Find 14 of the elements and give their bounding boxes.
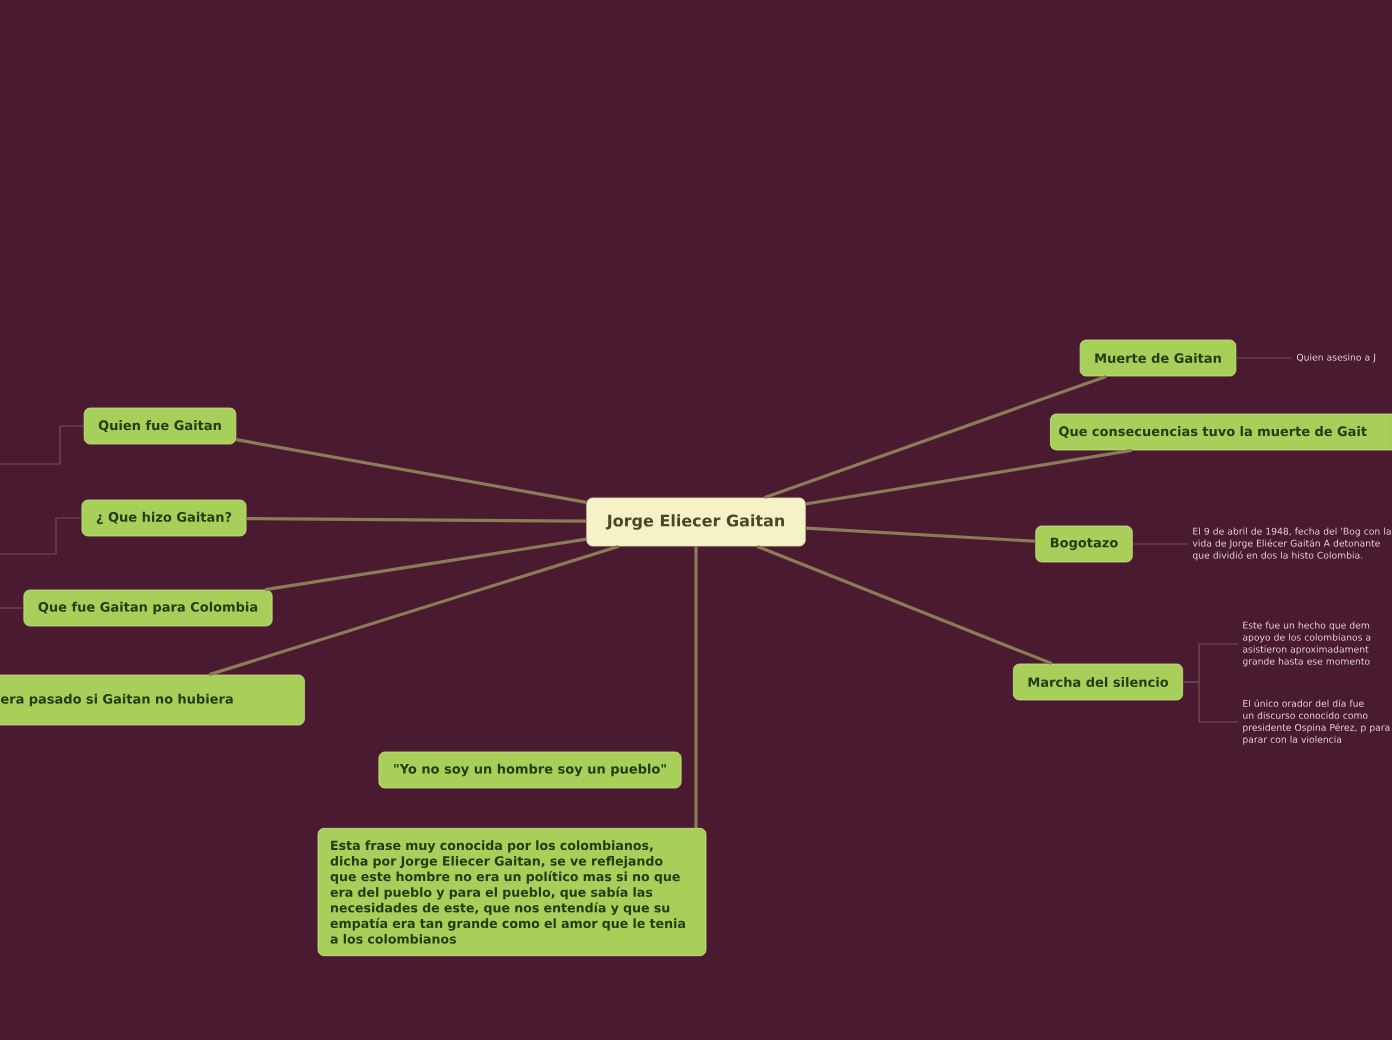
connector-line <box>208 544 619 677</box>
connector-line <box>1182 681 1239 723</box>
connector-line <box>764 374 1107 500</box>
connector-line <box>805 448 1132 506</box>
connector-line <box>805 526 1036 543</box>
connector-line <box>694 546 698 828</box>
central-topic-box: Jorge Eliecer Gaitan <box>586 497 806 547</box>
connector-line <box>265 537 587 592</box>
connector-line <box>246 517 587 523</box>
connector-line <box>0 607 25 609</box>
connector-line <box>0 425 85 465</box>
connector-line <box>756 544 1053 666</box>
connector-line <box>236 438 587 504</box>
connector-line <box>0 517 83 555</box>
